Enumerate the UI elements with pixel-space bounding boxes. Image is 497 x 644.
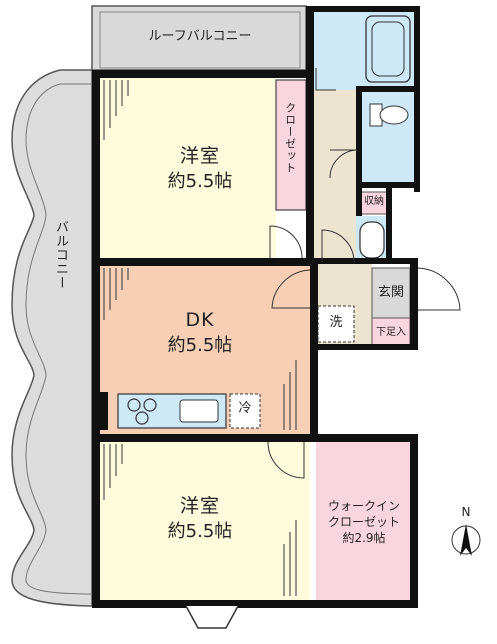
walls [92,6,420,608]
dk-name: DK [185,309,215,331]
doors [267,68,461,479]
window-hatch-dk [103,268,297,430]
balcony-area [11,69,93,607]
fridge-space [229,393,261,429]
window-hatch-top [103,80,129,140]
washer-label: 洗 [329,315,343,330]
western-room-bottom-size: 約5.5帖 [167,521,233,542]
bathtub [365,15,411,83]
compass-icon [451,524,481,556]
western-room-bottom [98,438,310,602]
balcony-label: バルコニー [52,220,68,290]
stove [127,398,157,425]
sink [179,399,219,423]
storage-label: 収納 [364,196,384,207]
roof-balcony-label: ルーフバルコニー [148,29,252,44]
western-room-top-name: 洋室 [179,145,220,167]
wic-room [316,438,412,602]
hallway [310,90,360,262]
compass-label: N [461,505,471,519]
dk-size: 約5.5帖 [167,335,233,356]
bay-window [185,605,239,629]
toilet [360,90,416,182]
window-hatch-bottom [103,444,297,596]
closet-label: クローゼット [283,102,297,174]
wash-basin [359,221,385,259]
wic-line1: ウォークイン [327,499,400,513]
closet-top [275,79,307,211]
toilet-fixture [369,103,409,127]
shoe-box-label: 下足入 [376,327,406,338]
wic-size: 約2.9帖 [342,531,386,545]
western-room-top [98,76,276,262]
entrance-label: 玄関 [377,285,404,300]
wic-line2: クローゼット [327,515,400,529]
western-room-bottom-name: 洋室 [179,495,220,517]
shoe-box [371,317,411,349]
western-room-top-size: 約5.5帖 [167,171,233,192]
fridge-label: 冷 [238,401,252,416]
roof-balcony-area [91,5,307,71]
